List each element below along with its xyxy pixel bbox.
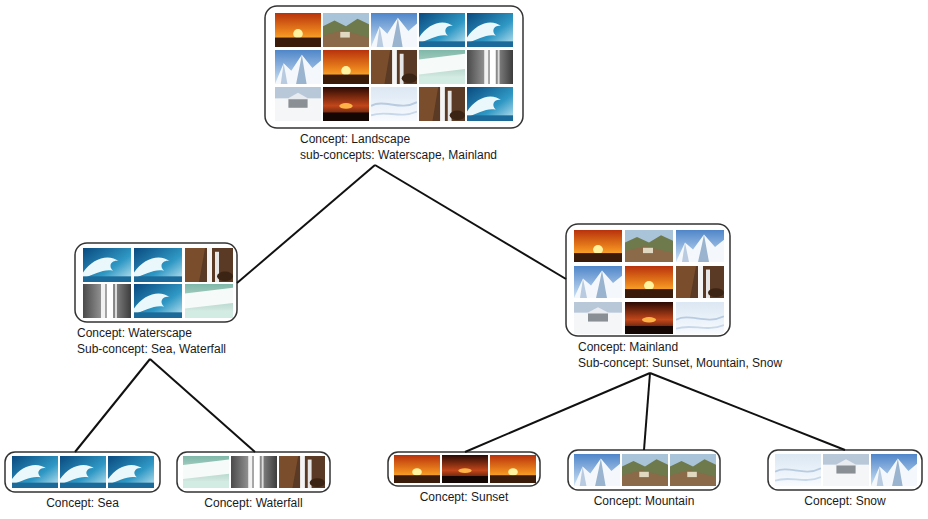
thumbnail: [323, 87, 369, 121]
thumbnail: [419, 50, 465, 84]
thumbnail: [490, 455, 536, 483]
thumbnail: [574, 266, 622, 298]
image-frame: [177, 452, 330, 492]
thumbnail: [574, 230, 622, 262]
thumbnail: [185, 284, 233, 318]
thumbnail: [83, 248, 131, 282]
thumbnail: [676, 302, 724, 334]
thumbnail: [323, 50, 369, 84]
thumbnail: [371, 87, 417, 121]
tree-connector: [75, 359, 150, 452]
thumbnail: [60, 456, 106, 488]
concept-label: Concept: Sea: [5, 495, 160, 511]
thumbnail: [670, 454, 716, 486]
concept-label: Concept: Waterfall: [177, 495, 330, 511]
thumbnail: [371, 13, 417, 47]
thumbnail: [622, 454, 668, 486]
concept-node: Concept: Sunset: [388, 452, 540, 505]
thumbnail: [134, 284, 182, 318]
concept-label: Concept: Mainland: [578, 339, 782, 355]
thumbnail: [625, 230, 673, 262]
thumbnail: [185, 248, 233, 282]
image-frame: [768, 450, 922, 490]
concept-label: Concept: Mountain: [568, 493, 720, 509]
image-frame: [768, 450, 922, 490]
thumbnail: [467, 87, 513, 121]
image-frame: [5, 452, 160, 492]
image-frame: [388, 452, 540, 486]
thumbnail: [12, 456, 58, 488]
concept-label: Concept: Sunset: [388, 489, 540, 505]
concept-label: Concept: Landscape: [300, 131, 519, 147]
thumbnail: [871, 454, 917, 486]
thumbnail: [467, 13, 513, 47]
thumbnail: [108, 456, 154, 488]
concept-label: Concept: Waterscape: [77, 325, 233, 341]
thumbnail: [467, 50, 513, 84]
thumbnail: [676, 266, 724, 298]
concept-label: Concept: Snow: [768, 493, 922, 509]
subconcept-label: sub-concepts: Waterscape, Mainland: [300, 147, 519, 163]
thumbnail: [279, 456, 325, 488]
concept-node: Concept: Waterfall: [177, 452, 330, 511]
concept-node: Concept: Landscapesub-concepts: Watersca…: [265, 6, 523, 163]
image-frame: [568, 450, 720, 490]
thumbnail: [231, 456, 277, 488]
tree-connector: [644, 373, 650, 450]
thumbnail: [371, 50, 417, 84]
image-frame: [75, 243, 237, 322]
thumbnail: [676, 230, 724, 262]
concept-node: Concept: MainlandSub-concept: Sunset, Mo…: [566, 224, 786, 371]
image-frame: [568, 450, 720, 490]
thumbnail: [419, 87, 465, 121]
image-frame: [566, 224, 730, 336]
image-frame: [177, 452, 330, 492]
thumbnail: [134, 248, 182, 282]
thumbnail: [625, 302, 673, 334]
thumbnail: [275, 87, 321, 121]
image-frame: [5, 452, 160, 492]
concept-node: Concept: Sea: [5, 452, 160, 511]
tree-connector: [150, 359, 255, 452]
concept-node: Concept: WaterscapeSub-concept: Sea, Wat…: [75, 243, 237, 357]
subconcept-label: Sub-concept: Sea, Waterfall: [77, 341, 233, 357]
tree-connector: [650, 373, 845, 450]
image-frame: [75, 243, 237, 322]
thumbnail: [823, 454, 869, 486]
thumbnail: [574, 302, 622, 334]
concept-node: Concept: Snow: [768, 450, 922, 509]
thumbnail: [183, 456, 229, 488]
thumbnail: [394, 455, 440, 483]
thumbnail: [442, 455, 488, 483]
subconcept-label: Sub-concept: Sunset, Mountain, Snow: [578, 355, 782, 371]
image-frame: [265, 6, 523, 128]
thumbnail: [323, 13, 369, 47]
thumbnail: [275, 13, 321, 47]
thumbnail: [83, 284, 131, 318]
image-frame: [388, 452, 540, 486]
tree-connector: [465, 373, 650, 452]
concept-node: Concept: Mountain: [568, 450, 720, 509]
thumbnail: [625, 266, 673, 298]
tree-connector: [237, 165, 375, 283]
thumbnail: [775, 454, 821, 486]
image-frame: [566, 224, 730, 336]
thumbnail: [419, 13, 465, 47]
thumbnail: [275, 50, 321, 84]
tree-connector: [375, 165, 566, 279]
image-frame: [265, 6, 523, 128]
thumbnail: [574, 454, 620, 486]
